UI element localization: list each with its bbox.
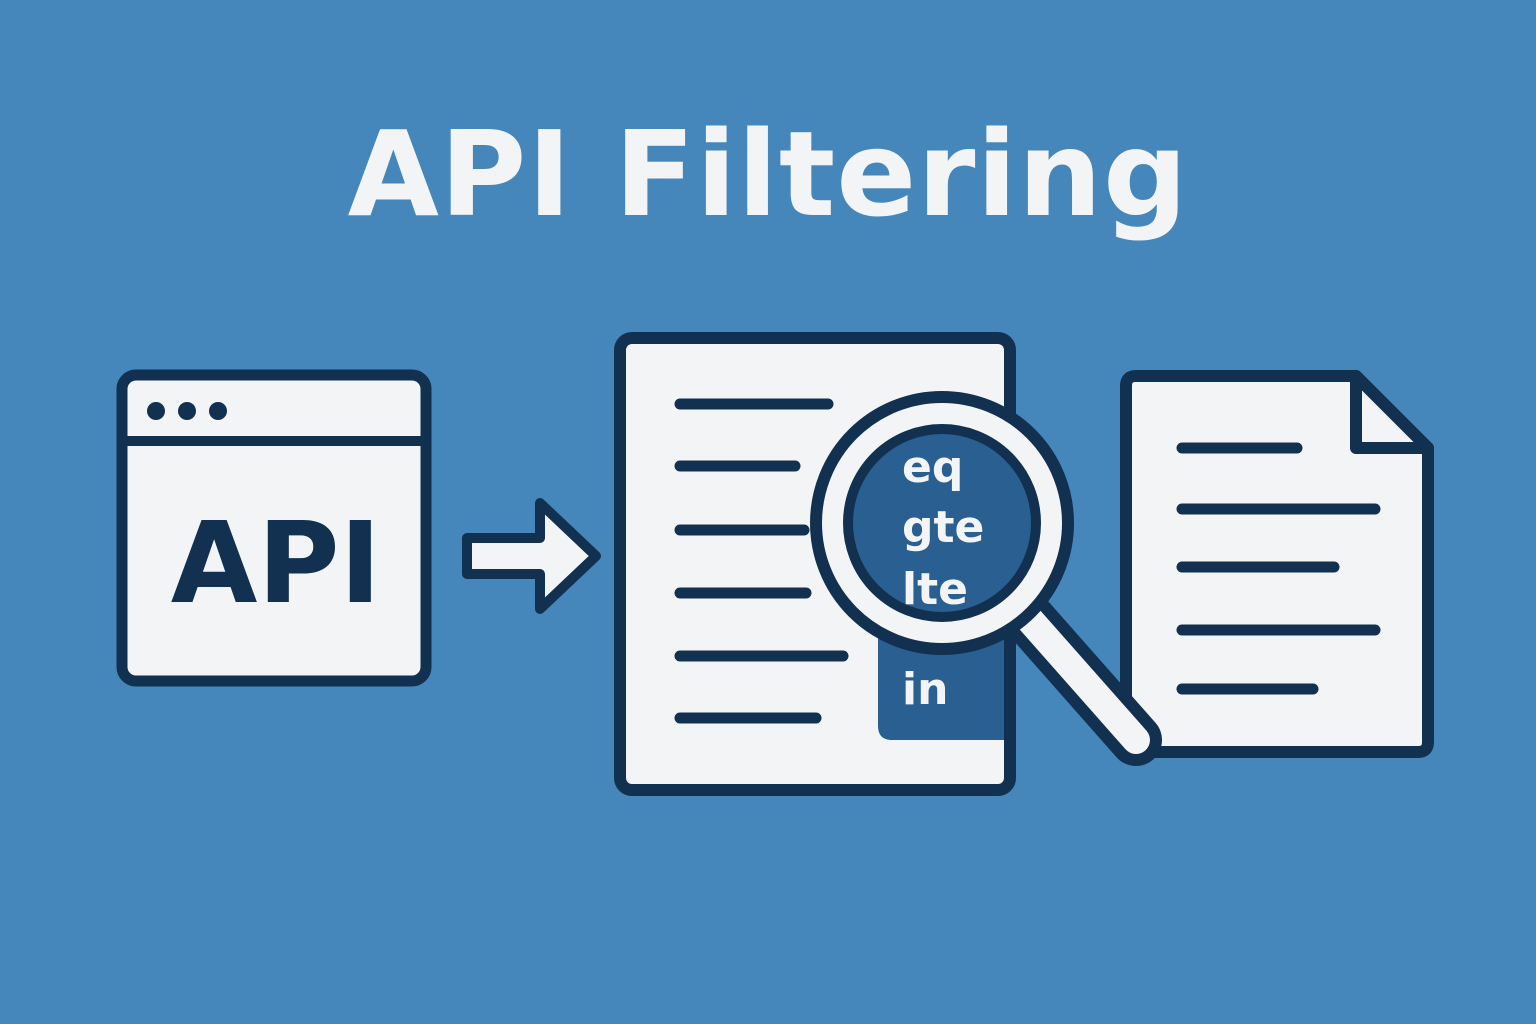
window-dot (209, 402, 227, 420)
document-text-lines (674, 398, 849, 724)
filter-operators: eq gte lte in (902, 442, 984, 715)
magnifying-glass-icon (810, 391, 1162, 766)
browser-window-icon: API (116, 369, 432, 687)
page-title: API Filtering (347, 105, 1189, 243)
arrow-right-icon (462, 498, 601, 614)
window-dot (147, 402, 165, 420)
api-label: API (171, 499, 381, 629)
operator-in: in (902, 664, 948, 715)
document-folded-icon (1120, 370, 1434, 758)
document-text-lines (1176, 442, 1381, 695)
operator-lte: lte (902, 564, 968, 615)
folded-corner (1350, 370, 1434, 454)
operator-gte: gte (902, 502, 984, 553)
operator-eq: eq (902, 442, 963, 493)
window-dot (178, 402, 196, 420)
